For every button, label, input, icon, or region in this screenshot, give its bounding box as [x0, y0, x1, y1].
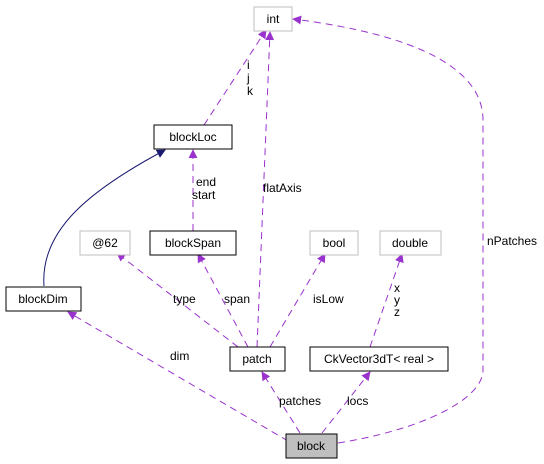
edge-label-j: j — [246, 71, 250, 85]
edge-blockdim-blockloc — [43, 149, 166, 287]
edge-label-x: x — [394, 281, 400, 295]
edge-block-int — [292, 15, 484, 444]
node-int-label: int — [267, 12, 280, 26]
edge-label-islow: isLow — [313, 292, 344, 306]
node-block[interactable]: block — [285, 433, 338, 459]
edge-label-start: start — [192, 188, 216, 202]
node-anon62[interactable]: @62 — [79, 230, 131, 256]
edge-label-dim: dim — [170, 349, 189, 363]
edges — [43, 15, 484, 444]
node-block-label: block — [297, 439, 326, 453]
edge-label-patches: patches — [279, 394, 321, 408]
node-blockloc-label: blockLoc — [169, 130, 216, 144]
node-blockspan-label: blockSpan — [165, 236, 221, 250]
node-double[interactable]: double — [379, 230, 442, 256]
node-ckvector-label: CkVector3dT< real > — [324, 352, 434, 366]
edge-label-z: z — [394, 305, 400, 319]
node-bool-label: bool — [323, 236, 346, 250]
edge-patch-int — [256, 31, 275, 348]
node-double-label: double — [392, 236, 428, 250]
edge-label-locs: locs — [347, 394, 368, 408]
edge-label-y: y — [394, 293, 400, 307]
node-blockspan[interactable]: blockSpan — [149, 230, 237, 256]
edge-ckvector-double — [369, 253, 404, 348]
edge-patch-anon62 — [116, 252, 239, 348]
node-bool[interactable]: bool — [309, 230, 359, 256]
edge-label-npatches: nPatches — [487, 234, 537, 248]
edge-label-flataxis: flatAxis — [263, 181, 302, 195]
node-blockdim-label: blockDim — [18, 292, 67, 306]
edge-label-span: span — [224, 292, 250, 306]
node-ckvector[interactable]: CkVector3dT< real > — [309, 346, 449, 372]
edge-label-i: i — [247, 58, 250, 72]
edge-block-blockdim — [67, 311, 289, 442]
edge-label-type: type — [173, 292, 196, 306]
node-int[interactable]: int — [253, 6, 293, 32]
node-anon62-label: @62 — [92, 236, 118, 250]
node-patch[interactable]: patch — [229, 346, 286, 372]
edge-patch-bool — [269, 253, 326, 348]
edge-patch-blockspan — [197, 253, 249, 348]
edge-label-k: k — [247, 84, 254, 98]
edge-blockloc-int — [203, 29, 267, 126]
edge-block-ckvector — [321, 371, 371, 434]
node-patch-label: patch — [242, 352, 271, 366]
node-blockloc[interactable]: blockLoc — [153, 124, 233, 150]
edge-labels: i j k end start flatAxis nPatches type s… — [170, 58, 537, 408]
edge-label-end: end — [196, 175, 216, 189]
node-blockdim[interactable]: blockDim — [5, 286, 82, 312]
